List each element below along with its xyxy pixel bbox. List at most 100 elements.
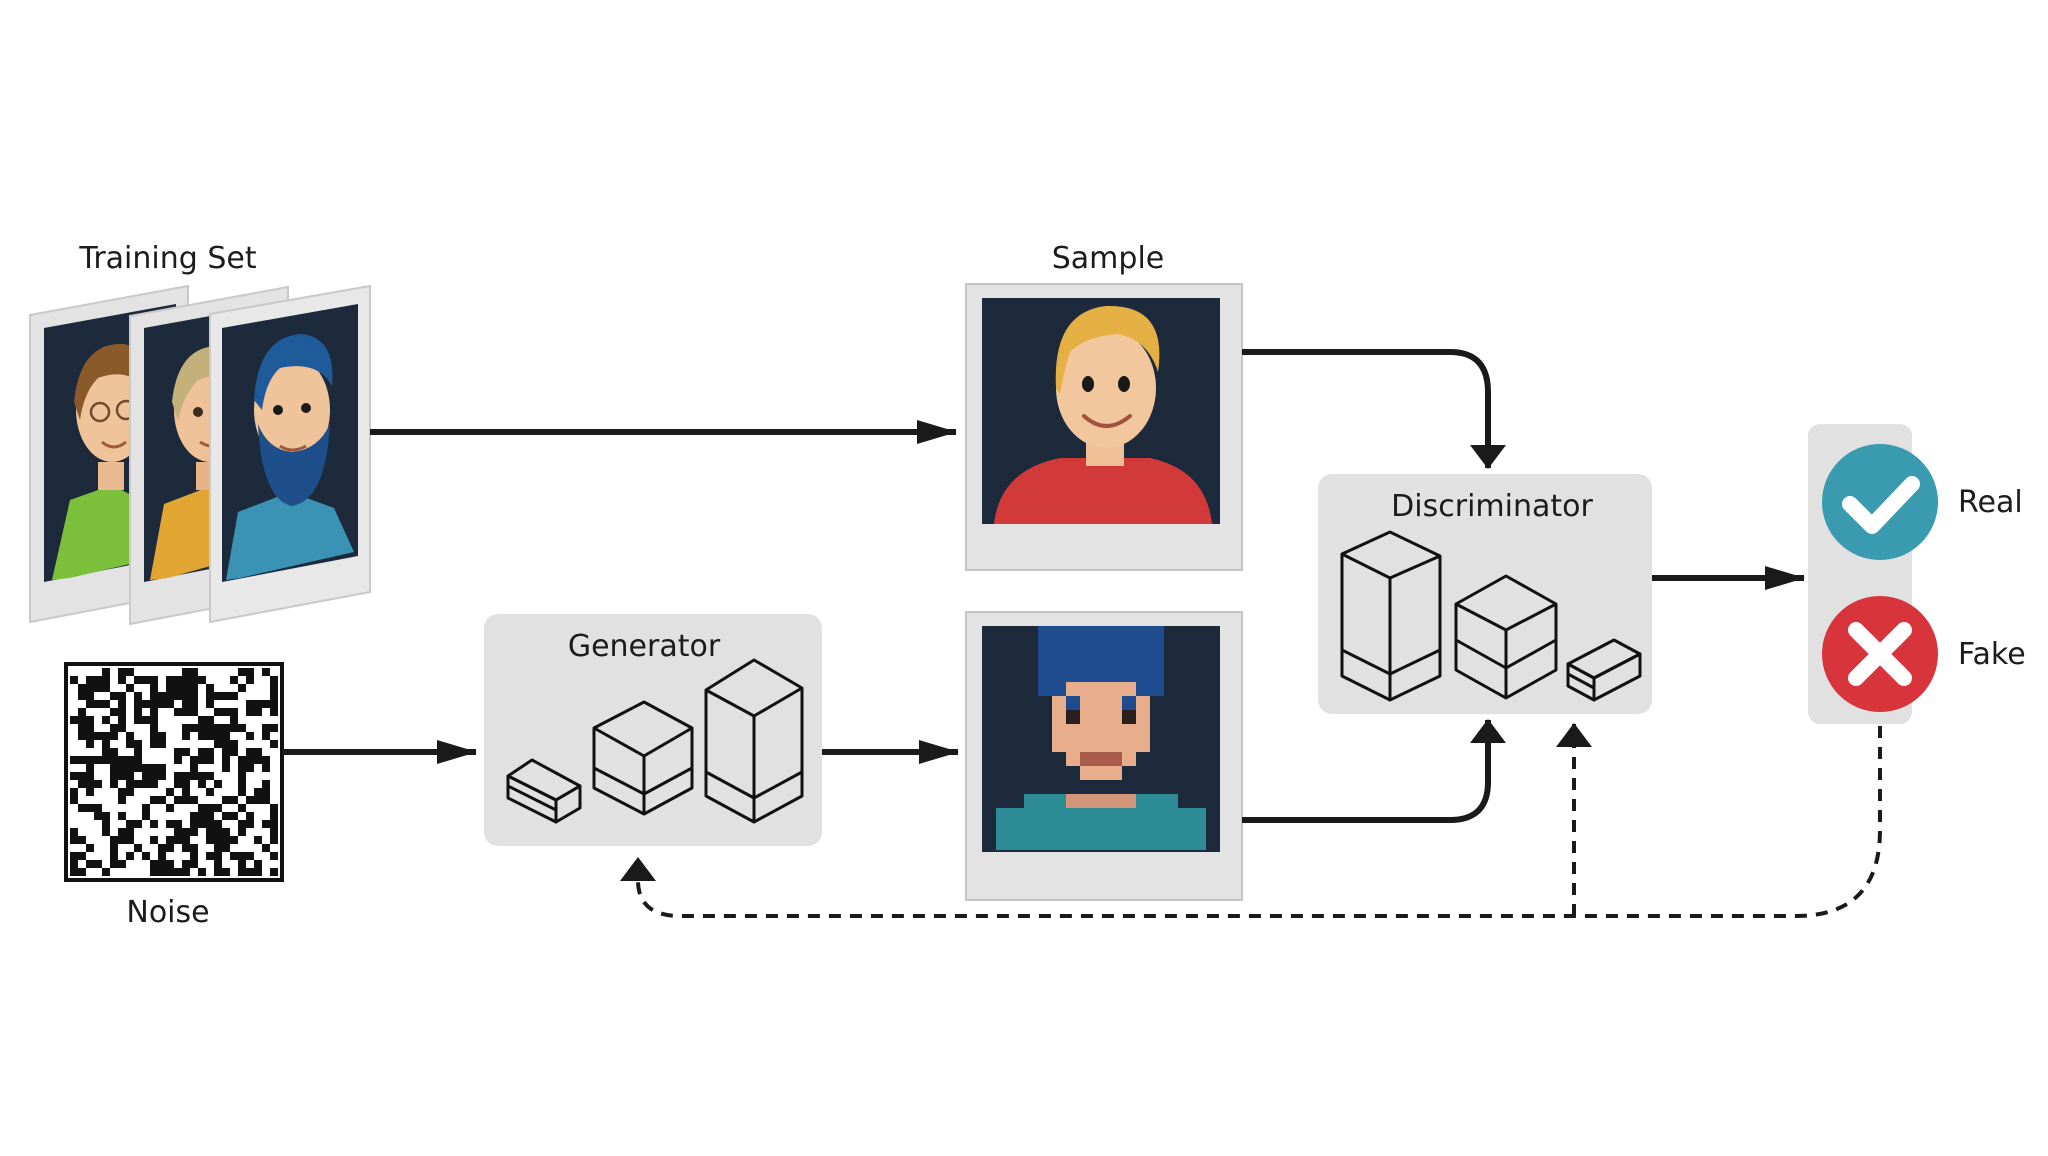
noise-cell [254,836,262,844]
noise-cell [206,836,214,844]
noise-cell [230,676,238,684]
noise-cell [70,836,78,844]
face-pixel [996,822,1010,836]
fake-label: Fake [1958,637,2026,672]
noise-cell [246,748,254,756]
noise-cell [270,700,278,708]
noise-cell [270,812,278,820]
face-pixel [1080,682,1094,696]
noise-cell [118,724,126,732]
noise-cell [190,668,198,676]
noise-cell [166,700,174,708]
noise-cell [118,812,126,820]
noise-cell [102,868,110,876]
noise-cell [238,820,246,828]
noise-cell [222,764,230,772]
noise-cell [214,868,222,876]
noise-cell [134,780,142,788]
noise-cell [118,708,126,716]
face-pixel [1052,808,1066,822]
noise-cell [190,772,198,780]
face-pixel [1094,822,1108,836]
noise-cell [102,732,110,740]
noise-cell [158,852,166,860]
face-pixel [1150,836,1164,850]
noise-cell [182,844,190,852]
face-pixel [1024,794,1038,808]
face-pixel [1052,696,1066,710]
noise-cell [102,716,110,724]
noise-cell [150,796,158,804]
noise-cell [190,708,198,716]
face-pixel [1094,808,1108,822]
face-pixel [996,836,1010,850]
noise-cell [198,756,206,764]
noise-cell [222,756,230,764]
noise-cell [214,820,222,828]
face-pixel [1066,654,1080,668]
noise-cell [126,772,134,780]
face-pixel [1024,822,1038,836]
noise-cell [238,828,246,836]
noise-cell [198,780,206,788]
noise-cell [206,756,214,764]
noise-cell [86,676,94,684]
noise-cell [166,868,174,876]
noise-cell [134,740,142,748]
noise-cell [102,756,110,764]
face-pixel [1136,668,1150,682]
noise-cell [110,692,118,700]
face-pixel [1136,682,1150,696]
noise-cell [134,708,142,716]
face-pixel [1066,640,1080,654]
noise-cell [158,732,166,740]
face-pixel [1094,766,1108,780]
noise-cell [190,820,198,828]
face-pixel [1136,794,1150,808]
noise-cell [150,716,158,724]
face-pixel [1122,654,1136,668]
noise-cell [214,708,222,716]
noise-cell [254,796,262,804]
face-pixel [1066,794,1080,808]
face-pixel [1108,794,1122,808]
face-pixel [1108,738,1122,752]
face-pixel [1038,626,1052,640]
noise-cell [150,732,158,740]
noise-cell [174,828,182,836]
noise-cell [78,684,86,692]
noise-cell [94,732,102,740]
noise-cell [254,756,262,764]
noise-cell [214,844,222,852]
training-photo-3 [209,284,371,624]
noise-cell [198,716,206,724]
noise-cell [246,852,254,860]
noise-cell [198,812,206,820]
noise-cell [222,692,230,700]
noise-cell [94,756,102,764]
noise-cell [102,684,110,692]
noise-pattern [70,668,278,876]
face-pixel [1010,822,1024,836]
noise-cell [150,684,158,692]
face-pixel [1136,738,1150,752]
noise-cell [262,756,270,764]
noise-cell [94,860,102,868]
sample-label: Sample [1052,241,1165,276]
noise-cell [182,860,190,868]
face-pixel [1150,626,1164,640]
cross-icon [1822,596,1938,712]
face-pixel [1108,696,1122,710]
noise-cell [134,764,142,772]
noise-cell [190,796,198,804]
noise-cell [110,852,118,860]
noise-cell [142,852,150,860]
noise-cell [246,868,254,876]
noise-cell [158,796,166,804]
noise-cell [126,788,134,796]
noise-cell [94,812,102,820]
face-pixel [1094,654,1108,668]
face-pixel [1108,836,1122,850]
noise-cell [230,836,238,844]
